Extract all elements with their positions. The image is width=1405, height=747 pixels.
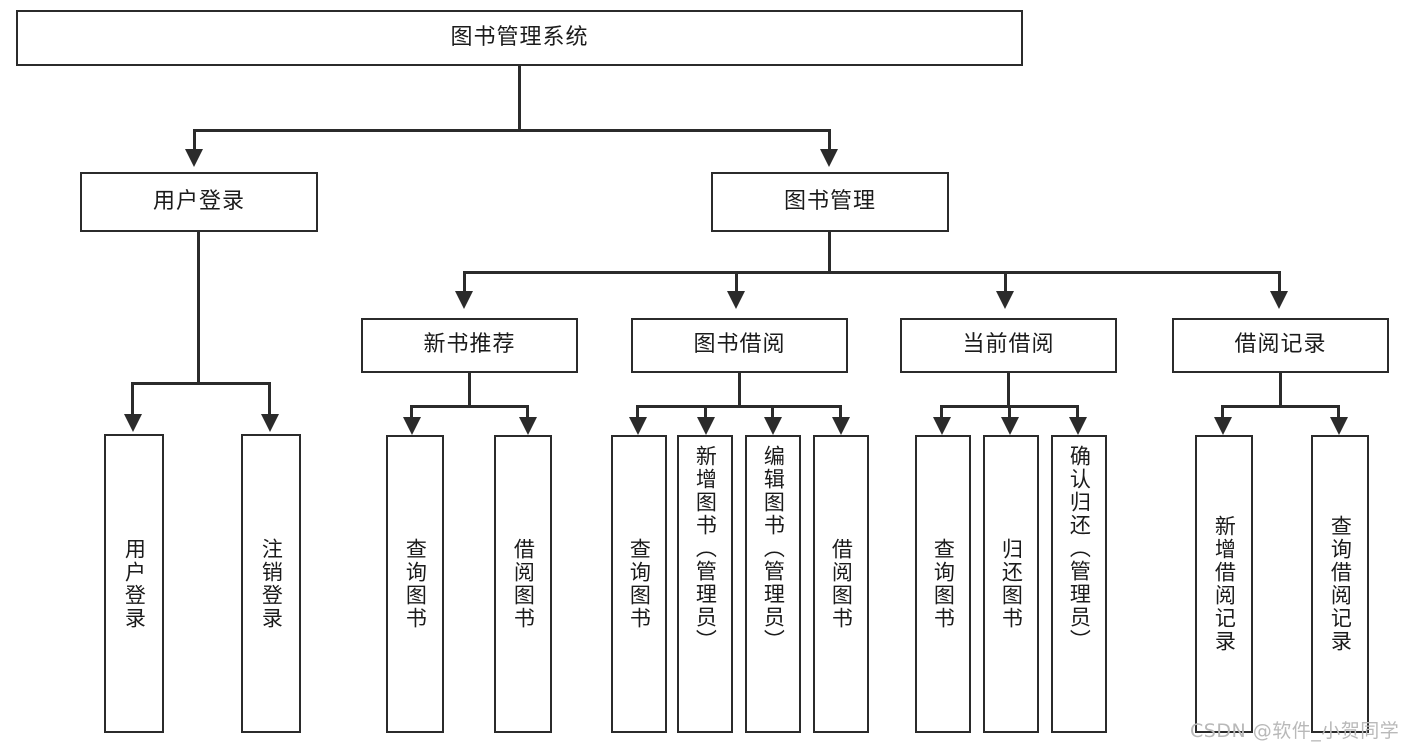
arrow-to-current-borrow xyxy=(996,291,1014,309)
arrow-to-bb-edit-book xyxy=(764,417,782,435)
arrow-to-bb-add-book xyxy=(697,417,715,435)
leaf-nbr-borrow-book[interactable]: 借阅图书 xyxy=(494,435,552,733)
connector-bm-arm-2 xyxy=(735,271,738,291)
connector-user-login-arm-1 xyxy=(131,382,134,414)
arrow-to-new-book-recommend xyxy=(455,291,473,309)
connector-user-login-stem xyxy=(197,232,200,382)
node-new-book-recommend[interactable]: 新书推荐 xyxy=(361,318,578,373)
connector-root-stem xyxy=(518,66,521,129)
connector-bb-stem xyxy=(738,373,741,407)
connector-bb-arm-4 xyxy=(839,405,842,417)
connector-user-login-arm-2 xyxy=(268,382,271,414)
connector-nbr-stem xyxy=(468,373,471,407)
arrow-to-book-management xyxy=(820,149,838,167)
leaf-br-add-record[interactable]: 新增借阅记录 xyxy=(1195,435,1253,733)
connector-bb-arm-3 xyxy=(771,405,774,417)
arrow-to-book-borrow xyxy=(727,291,745,309)
connector-root-bus xyxy=(193,129,831,132)
connector-bm-arm-3 xyxy=(1004,271,1007,291)
connector-cb-stem xyxy=(1007,373,1010,407)
node-borrow-record[interactable]: 借阅记录 xyxy=(1172,318,1389,373)
node-label: 新增借阅记录 xyxy=(1212,515,1237,653)
node-label: 新书推荐 xyxy=(423,332,516,358)
arrow-to-nbr-borrow-book xyxy=(519,417,537,435)
node-label: 借阅记录 xyxy=(1234,332,1327,358)
connector-br-stem xyxy=(1279,373,1282,407)
connector-nbr-arm-2 xyxy=(526,405,529,417)
node-label: 归还图书 xyxy=(999,538,1024,630)
arrow-to-borrow-record xyxy=(1270,291,1288,309)
leaf-br-query-record[interactable]: 查询借阅记录 xyxy=(1311,435,1369,733)
arrow-to-user-login-leaf xyxy=(124,414,142,432)
connector-root-arm-left xyxy=(193,129,196,149)
connector-br-arm-1 xyxy=(1221,405,1224,417)
node-label: 借阅图书 xyxy=(829,538,854,630)
arrow-to-nbr-query-book xyxy=(403,417,421,435)
connector-cb-arm-1 xyxy=(940,405,943,417)
connector-bb-bus xyxy=(636,405,842,408)
node-label: 图书管理 xyxy=(783,188,876,214)
node-label: 图书管理系统 xyxy=(450,24,589,50)
connector-nbr-bus xyxy=(410,405,529,408)
connector-root-arm-right xyxy=(828,129,831,149)
connector-br-arm-2 xyxy=(1337,405,1340,417)
node-label: 新增图书（管理员） xyxy=(693,445,718,652)
connector-bb-arm-1 xyxy=(636,405,639,417)
node-label: 查询借阅记录 xyxy=(1328,515,1353,653)
leaf-user-login[interactable]: 用户登录 xyxy=(104,434,164,733)
arrow-to-br-add-record xyxy=(1214,417,1232,435)
node-label: 注销登录 xyxy=(259,537,284,630)
leaf-bb-query-book[interactable]: 查询图书 xyxy=(611,435,667,733)
arrow-to-cb-return-book xyxy=(1001,417,1019,435)
connector-bb-arm-2 xyxy=(704,405,707,417)
arrow-to-user-login xyxy=(185,149,203,167)
node-book-management[interactable]: 图书管理 xyxy=(711,172,949,232)
node-label: 用户登录 xyxy=(122,537,147,630)
node-label: 确认归还（管理员） xyxy=(1067,445,1092,652)
arrow-to-cb-confirm-return xyxy=(1069,417,1087,435)
node-label: 查询图书 xyxy=(931,538,956,630)
csdn-watermark: CSDN @软件_小贺同学 xyxy=(1190,720,1400,742)
leaf-bb-borrow-book[interactable]: 借阅图书 xyxy=(813,435,869,733)
node-label: 用户登录 xyxy=(152,188,245,214)
arrow-to-cb-query-book xyxy=(933,417,951,435)
connector-bm-arm-1 xyxy=(463,271,466,291)
node-label: 查询图书 xyxy=(627,538,652,630)
connector-user-login-bus xyxy=(131,382,271,385)
connector-cb-arm-2 xyxy=(1008,405,1011,417)
leaf-cb-return-book[interactable]: 归还图书 xyxy=(983,435,1039,733)
node-user-login[interactable]: 用户登录 xyxy=(80,172,318,232)
arrow-to-bb-query-book xyxy=(629,417,647,435)
node-label: 图书借阅 xyxy=(693,332,786,358)
node-label: 编辑图书（管理员） xyxy=(761,445,786,652)
arrow-to-bb-borrow-book xyxy=(832,417,850,435)
connector-nbr-arm-1 xyxy=(410,405,413,417)
leaf-cb-confirm-return[interactable]: 确认归还（管理员） xyxy=(1051,435,1107,733)
node-book-borrow[interactable]: 图书借阅 xyxy=(631,318,848,373)
leaf-cb-query-book[interactable]: 查询图书 xyxy=(915,435,971,733)
connector-cb-arm-3 xyxy=(1076,405,1079,417)
node-label: 当前借阅 xyxy=(962,332,1055,358)
connector-book-management-stem xyxy=(828,232,831,273)
leaf-logout[interactable]: 注销登录 xyxy=(241,434,301,733)
node-label: 借阅图书 xyxy=(511,538,536,630)
connector-book-management-bus xyxy=(463,271,1281,274)
arrow-to-br-query-record xyxy=(1330,417,1348,435)
node-root-book-management-system[interactable]: 图书管理系统 xyxy=(16,10,1023,66)
connector-bm-arm-4 xyxy=(1278,271,1281,291)
connector-br-bus xyxy=(1221,405,1340,408)
leaf-nbr-query-book[interactable]: 查询图书 xyxy=(386,435,444,733)
leaf-bb-add-book[interactable]: 新增图书（管理员） xyxy=(677,435,733,733)
leaf-bb-edit-book[interactable]: 编辑图书（管理员） xyxy=(745,435,801,733)
node-label: 查询图书 xyxy=(403,538,428,630)
node-current-borrow[interactable]: 当前借阅 xyxy=(900,318,1117,373)
arrow-to-logout-leaf xyxy=(261,414,279,432)
